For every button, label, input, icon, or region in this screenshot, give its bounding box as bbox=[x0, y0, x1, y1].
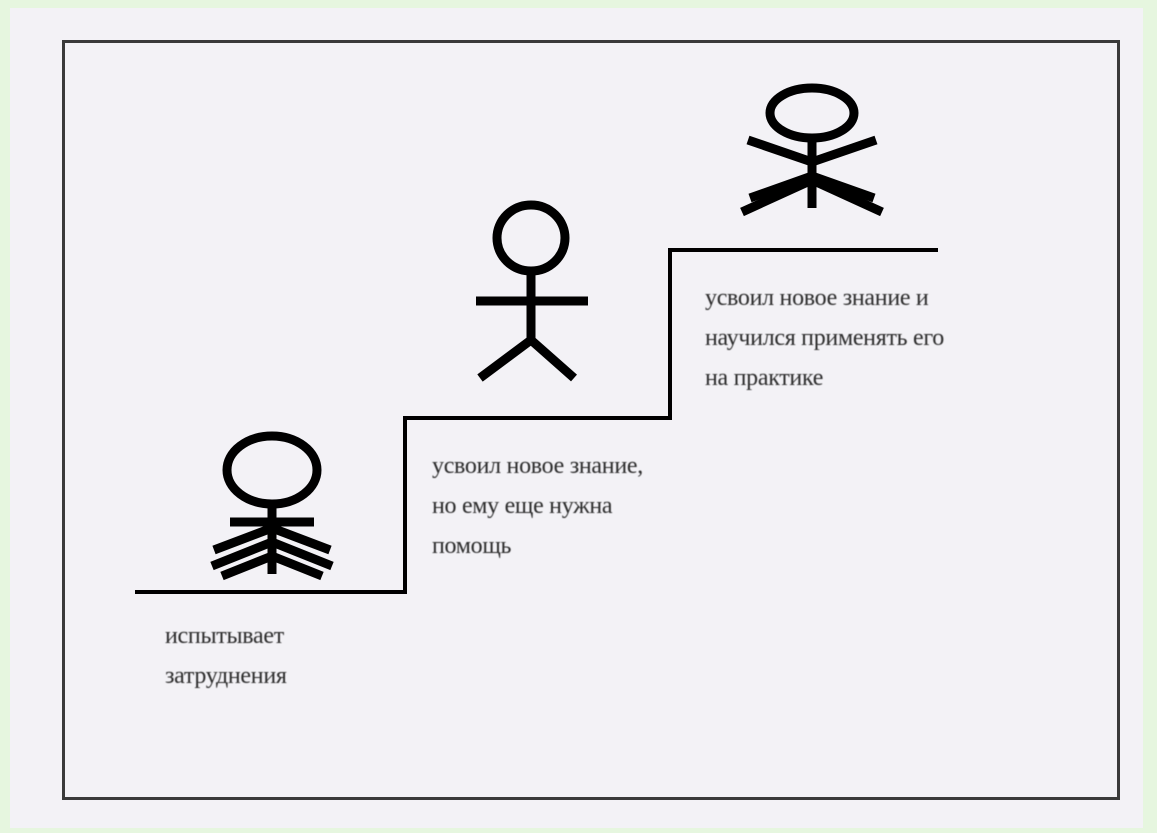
caption-struggling: испытывает затруднения bbox=[165, 616, 385, 696]
stick-figure-applying bbox=[742, 88, 882, 212]
caption-applies-knowledge: усвоил новое знание и научился применять… bbox=[705, 278, 1065, 398]
stick-figure-learning bbox=[476, 205, 588, 378]
caption-needs-help: усвоил новое знание, но ему еще нужна по… bbox=[432, 446, 772, 566]
stick-figure-struggling bbox=[212, 436, 332, 576]
